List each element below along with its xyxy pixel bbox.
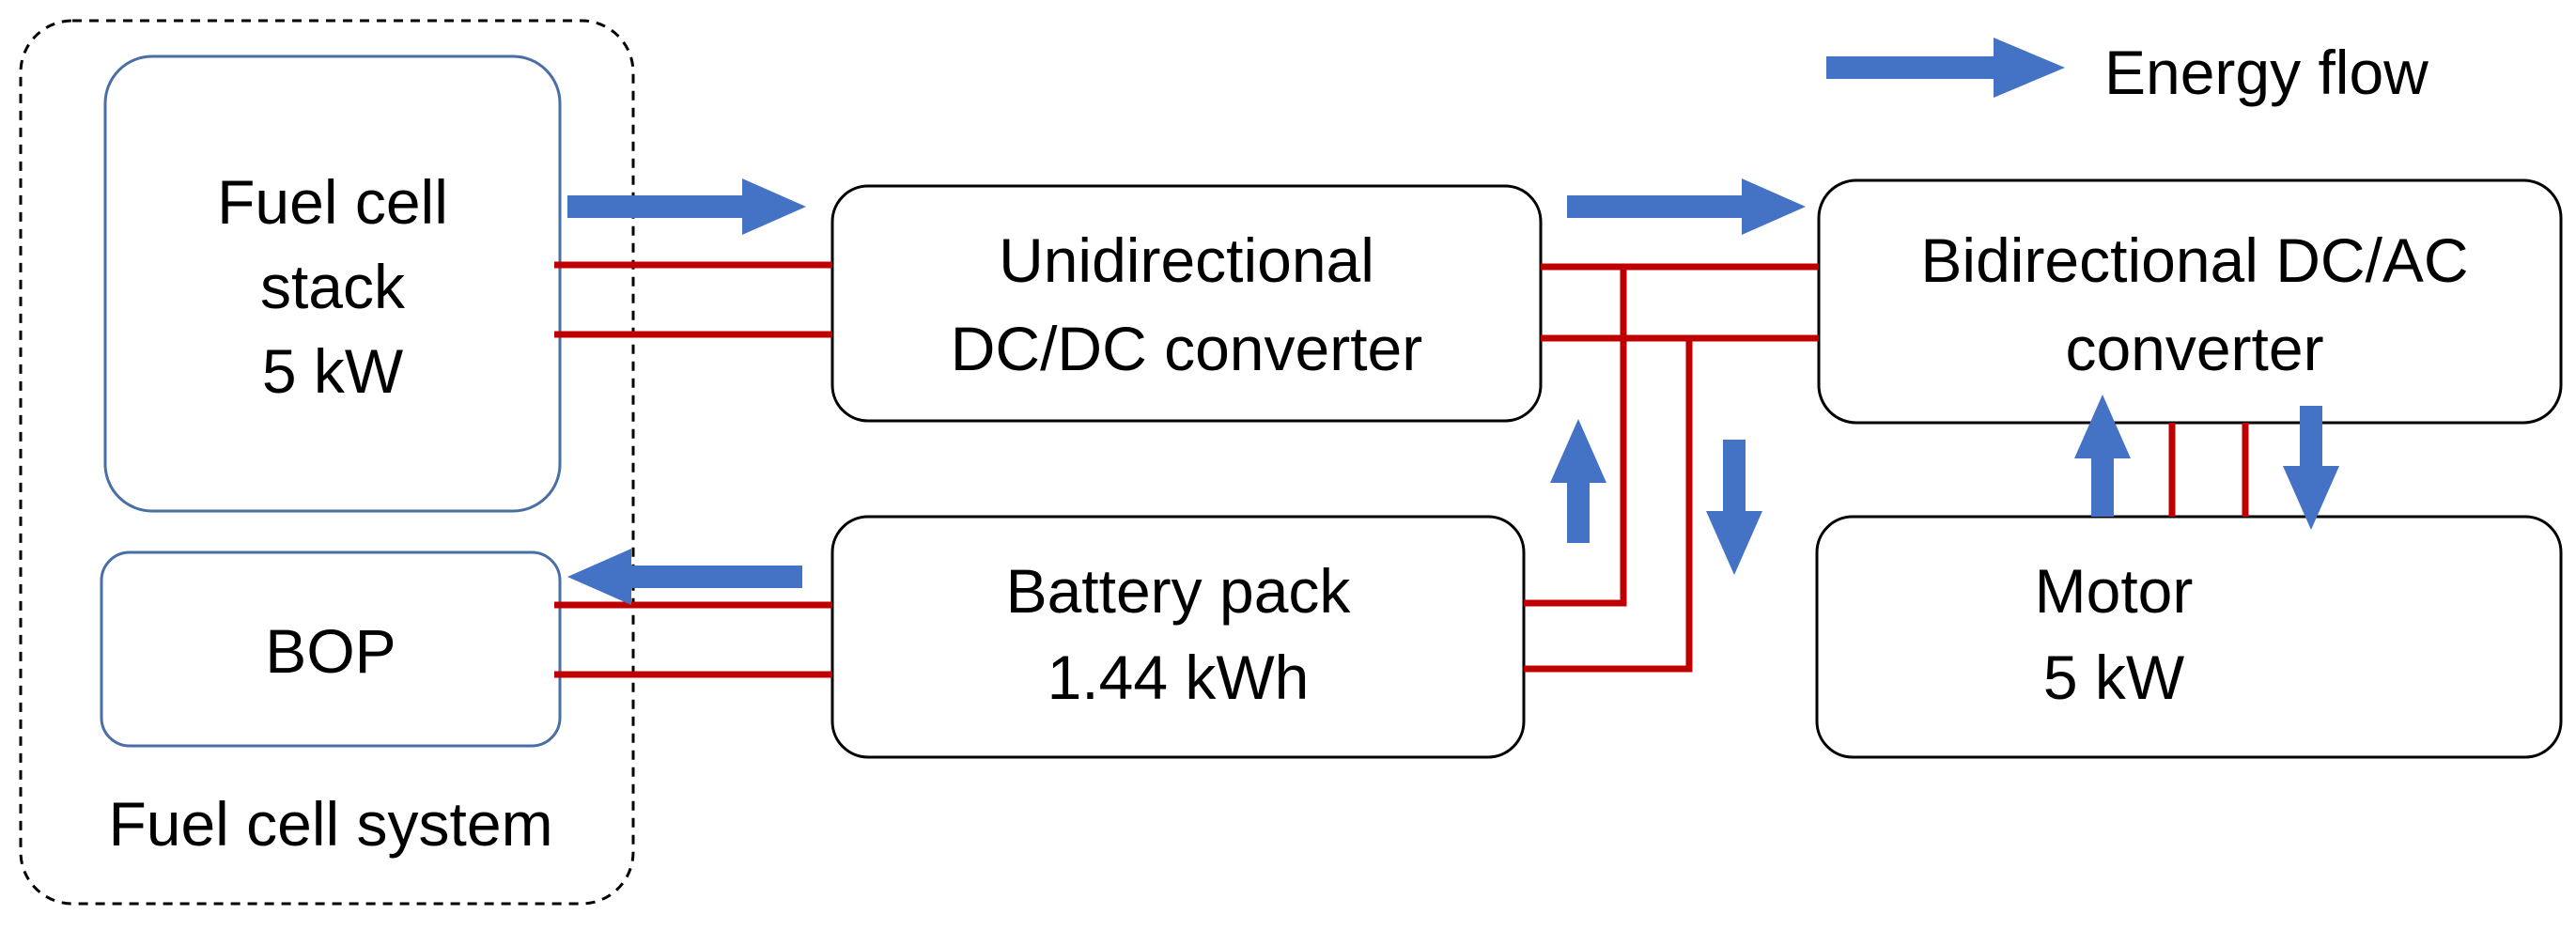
- energy-flow-arrows: [567, 178, 2339, 605]
- battery-pack-box: [830, 515, 1526, 759]
- fuel-cell-system-label: Fuel cell system: [108, 789, 552, 859]
- fuel-cell-stack-label-line2: stack: [260, 252, 406, 321]
- motor-regen-up-arrow-icon: [2074, 395, 2131, 517]
- battery-pack-label: Battery pack: [1006, 556, 1352, 626]
- unidirectional-converter-label-line1: Unidirectional: [999, 225, 1374, 295]
- motor-label: Motor: [2035, 556, 2194, 626]
- battery-tie-line-bottom: [1524, 338, 1693, 673]
- stack-output-arrow-icon: [567, 178, 806, 235]
- electrical-lines: [554, 261, 2249, 678]
- battery-discharge-down-arrow-icon: [1706, 440, 1762, 575]
- battery-charge-up-arrow-icon: [1550, 419, 1606, 543]
- bop-supply-arrow-icon: [567, 549, 802, 605]
- motor-box: [1815, 515, 2563, 759]
- dcdc-output-arrow-icon: [1567, 178, 1806, 235]
- unidirectional-dcdc-converter-box: [830, 184, 1543, 423]
- motor-rating: 5 kW: [2043, 643, 2185, 712]
- legend-label: Energy flow: [2104, 38, 2429, 107]
- bidirectional-converter-label-line1: Bidirectional DC/AC: [1920, 225, 2468, 295]
- bidirectional-dcac-converter-box: [1817, 178, 2563, 425]
- bop-label: BOP: [265, 616, 396, 686]
- fuel-cell-stack-box: [103, 54, 562, 513]
- unidirectional-converter-label-line2: DC/DC converter: [951, 314, 1422, 383]
- fuel-cell-system-container: [19, 19, 635, 906]
- bop-box: [100, 550, 562, 748]
- bidirectional-converter-label-line2: converter: [2065, 314, 2323, 383]
- motor-drive-down-arrow-icon: [2283, 406, 2339, 530]
- fuel-cell-stack-label-line1: Fuel cell: [217, 167, 448, 237]
- battery-pack-capacity: 1.44 kWh: [1047, 643, 1310, 712]
- legend: Energy flow: [1826, 38, 2429, 107]
- right-arrow-icon: [1826, 38, 2065, 98]
- battery-tie-line-top: [1524, 267, 1627, 607]
- fuel-cell-stack-rating: 5 kW: [262, 336, 404, 406]
